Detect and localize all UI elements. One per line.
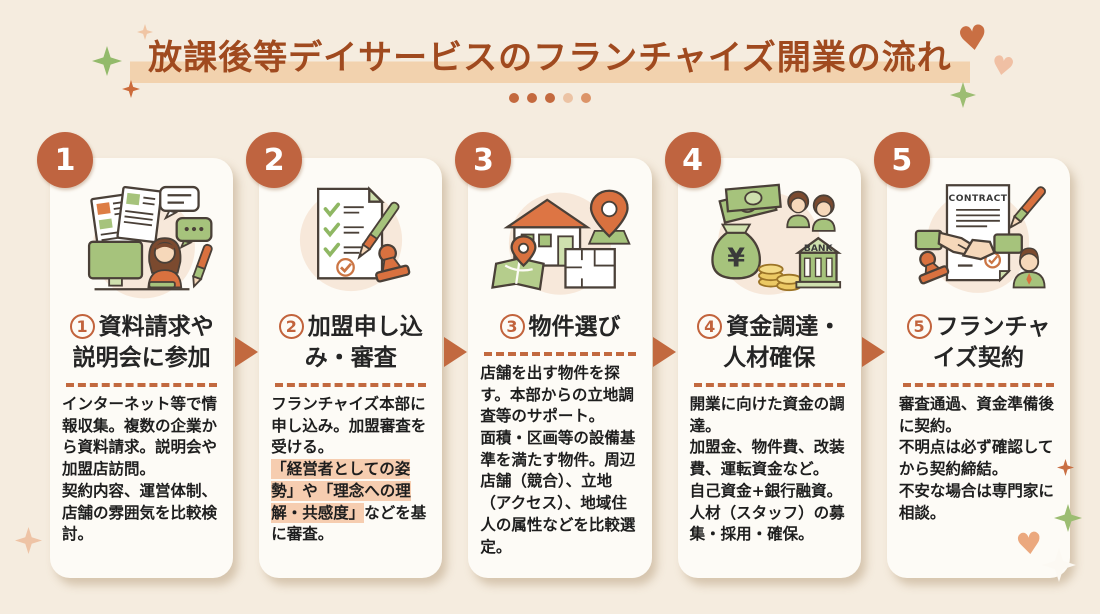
- floor-plan-icon: [564, 247, 616, 289]
- step-card-4: 4: [664, 132, 861, 578]
- step3-illustration: [480, 176, 639, 304]
- bank-icon: BANK: [794, 236, 843, 289]
- circled-number: 4: [697, 314, 723, 340]
- dashed-divider: [902, 383, 1055, 388]
- newspaper-icon: [116, 185, 163, 244]
- step-body: 審査通過、資金準備後に契約。 不明点は必ず確認してから契約締結。 不安な場合は専…: [898, 395, 1054, 522]
- step-card-3: 3: [455, 132, 652, 578]
- dot-icon: [563, 93, 573, 103]
- stamp-icon: [918, 250, 950, 285]
- handshake-icon: [915, 229, 1024, 261]
- dashed-divider: [66, 383, 218, 388]
- yen-symbol: ¥: [727, 243, 745, 273]
- pen-icon: [357, 201, 400, 260]
- dot-icon: [527, 93, 537, 103]
- step-card-2: 2: [246, 132, 443, 578]
- flow-arrow-icon: [862, 337, 885, 367]
- bank-label: BANK: [804, 244, 834, 254]
- dashed-divider: [693, 383, 845, 388]
- heart-icon: ♥: [1014, 525, 1045, 564]
- step-body: 開業に向けた資金の調達。 加盟金、物件費、改装費、運転資金など。 自己資金+銀行…: [689, 395, 845, 544]
- banknotes-icon: [718, 183, 783, 224]
- page-title: 放課後等デイサービスのフランチャイズ開業の流れ: [0, 30, 1100, 83]
- steps-row: 1: [37, 132, 1071, 578]
- step-number-badge: 1: [37, 132, 93, 188]
- step-body: フランチャイズ本部に申し込み。加盟審査を受ける。 「経営者としての姿勢」や「理念…: [271, 395, 427, 544]
- flow-arrow-icon: [235, 337, 258, 367]
- step-body: 店舗を出す物件を探す。本部からの立地調査等のサポート。 面積・区画等の設備基準を…: [480, 364, 636, 556]
- step-number-badge: 4: [664, 132, 721, 188]
- coins-icon: [758, 263, 803, 292]
- step5-illustration: CONTRACT: [899, 176, 1058, 304]
- staff-icons: [786, 190, 836, 232]
- step-number-badge: 3: [455, 132, 512, 188]
- dot-icon: [509, 93, 519, 103]
- dot-icon: [545, 93, 555, 103]
- dashed-divider: [275, 383, 427, 388]
- heart-icon: ♥: [988, 50, 1017, 84]
- step-card-5: 5 CONTRACT: [873, 132, 1071, 578]
- contract-label: CONTRACT: [949, 194, 1008, 204]
- speech-bubble-icon: [175, 216, 213, 250]
- step-number-badge: 5: [873, 132, 930, 188]
- person-icon: [147, 237, 182, 289]
- research-illustration-icon: [87, 185, 213, 299]
- dashed-divider: [484, 352, 636, 357]
- checklist-document-icon: [316, 186, 385, 280]
- sparkle-icon: [15, 527, 42, 554]
- flow-arrow-icon: [444, 337, 467, 367]
- step2-illustration: [271, 176, 430, 304]
- sparkle-icon: [950, 82, 976, 108]
- contract-document-icon: CONTRACT: [946, 184, 1012, 283]
- dot-icon: [581, 93, 591, 103]
- pen-icon: [191, 243, 213, 289]
- map-icon: [491, 235, 545, 291]
- circled-number: 1: [69, 314, 95, 340]
- step-card-1: 1: [37, 132, 234, 578]
- flow-arrow-icon: [653, 337, 676, 367]
- circled-number: 5: [906, 314, 932, 340]
- property-illustration-icon: [491, 189, 631, 295]
- funding-illustration-icon: ¥: [711, 183, 843, 295]
- pen-icon: [1009, 186, 1047, 230]
- money-bag-icon: ¥: [711, 223, 762, 280]
- title-dots: [0, 93, 1100, 103]
- application-illustration-icon: [299, 186, 411, 292]
- map-pin-icon: [587, 189, 631, 245]
- step-body: インターネット等で情報収集。複数の企業から資料請求。説明会や加盟店訪問。 契約内…: [62, 395, 218, 544]
- circled-number: 2: [278, 314, 304, 340]
- heart-icon: ♥: [955, 17, 992, 61]
- stamp-icon: [374, 243, 411, 283]
- step4-illustration: ¥: [690, 176, 849, 304]
- businessman-icon: [1013, 247, 1046, 289]
- contract-illustration-icon: CONTRACT: [915, 184, 1047, 293]
- circled-number: 3: [499, 314, 525, 340]
- step1-illustration: [62, 176, 221, 304]
- monitor-icon: [87, 240, 190, 291]
- speech-bubble-icon: [158, 185, 200, 221]
- step-number-badge: 2: [246, 132, 303, 188]
